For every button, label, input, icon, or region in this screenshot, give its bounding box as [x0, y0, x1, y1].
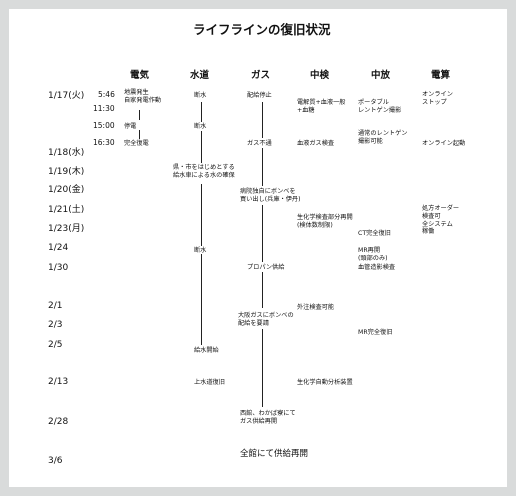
time-label: 15:00 — [93, 121, 115, 130]
water-event: 断水 — [194, 92, 207, 99]
electricity-event: 地震発生 自家発電作動 — [124, 89, 162, 104]
gas-event: 大阪ガスにボンベの 配給を要請 — [238, 312, 294, 327]
header-central-lab: 中検 — [310, 70, 330, 81]
date-label: 1/21(土) — [48, 205, 85, 215]
water-event: 断水 — [194, 123, 207, 130]
header-water: 水道 — [190, 70, 210, 81]
radiology-event: 通常のレントゲン 撮影可能 — [358, 130, 408, 145]
gas-timeline-line — [262, 205, 263, 262]
gas-timeline-line — [262, 329, 263, 407]
header-gas: ガス — [251, 70, 271, 81]
water-event: 上水道復旧 — [194, 379, 225, 386]
header-central-radiology: 中放 — [371, 70, 391, 81]
document-page: ライフラインの復旧状況 電気 水道 ガス 中検 中放 電算 1/17(火) 1/… — [9, 9, 507, 487]
water-event: 断水 — [194, 247, 207, 254]
date-label: 2/3 — [48, 320, 63, 330]
lab-event: 生化学自動分析装置 — [297, 379, 353, 386]
radiology-event: MR再開 (頭部のみ) — [358, 247, 388, 262]
water-timeline-line — [201, 131, 202, 163]
time-label: 5:46 — [98, 90, 115, 99]
water-timeline-line — [201, 254, 202, 345]
water-event: 県・市をはじめとする 給水車による水の確保 — [173, 164, 235, 179]
date-label: 1/30 — [48, 263, 69, 273]
gas-event: プロパン供給 — [247, 264, 285, 271]
date-label: 1/24 — [48, 243, 69, 253]
electricity-timeline-line — [139, 130, 140, 139]
gas-event: 配給停止 — [247, 92, 272, 99]
computing-event: オンライン ストップ — [422, 91, 453, 106]
date-label: 2/1 — [48, 301, 63, 311]
gas-event: 西館、わかば寮にて ガス供給再開 — [240, 410, 296, 425]
header-computing: 電算 — [431, 70, 451, 81]
gas-timeline-line — [262, 102, 263, 138]
water-timeline-line — [201, 184, 202, 246]
page-title: ライフラインの復旧状況 — [193, 22, 331, 37]
lab-event: 外注検査可能 — [297, 304, 335, 311]
header-electricity: 電気 — [130, 70, 150, 81]
computing-event: 処方オーダー 検査可 全システム 稼働 — [422, 205, 460, 236]
radiology-event: 血管造影検査 — [358, 264, 396, 271]
electricity-event: 完全復電 — [124, 140, 149, 147]
radiology-event: CT完全復旧 — [358, 230, 391, 237]
water-event: 給水開始 — [194, 347, 219, 354]
date-label: 3/6 — [48, 456, 63, 466]
electricity-event: 停電 — [124, 123, 137, 130]
electricity-timeline-line — [139, 110, 140, 120]
date-label: 1/17(火) — [48, 91, 85, 101]
date-label: 2/5 — [48, 340, 63, 350]
date-label: 2/28 — [48, 417, 69, 427]
lab-event: 血液ガス検査 — [297, 140, 335, 147]
radiology-event: MR完全復旧 — [358, 329, 393, 336]
date-label: 2/13 — [48, 377, 69, 387]
date-label: 1/20(金) — [48, 185, 85, 195]
date-label: 1/23(月) — [48, 224, 85, 234]
computing-event: オンライン起動 — [422, 140, 466, 147]
time-label: 11:30 — [93, 104, 115, 113]
gas-event: 病院独自にボンベを 買い出し(兵庫・伊丹) — [240, 188, 301, 203]
lab-event: 電解質+血液一般 +血糖 — [297, 99, 346, 114]
time-label: 16:30 — [93, 138, 115, 147]
water-timeline-line — [201, 102, 202, 122]
gas-timeline-line — [262, 148, 263, 186]
radiology-event: ポータブル レントゲン撮影 — [358, 99, 402, 114]
gas-event: ガス不通 — [247, 140, 272, 147]
date-label: 1/18(水) — [48, 148, 85, 158]
date-label: 1/19(木) — [48, 167, 85, 177]
gas-timeline-line — [262, 272, 263, 308]
lab-event: 生化学検査部分再開 (検体数制限) — [297, 214, 353, 229]
final-restoration-note: 全館にて供給再開 — [240, 449, 309, 459]
